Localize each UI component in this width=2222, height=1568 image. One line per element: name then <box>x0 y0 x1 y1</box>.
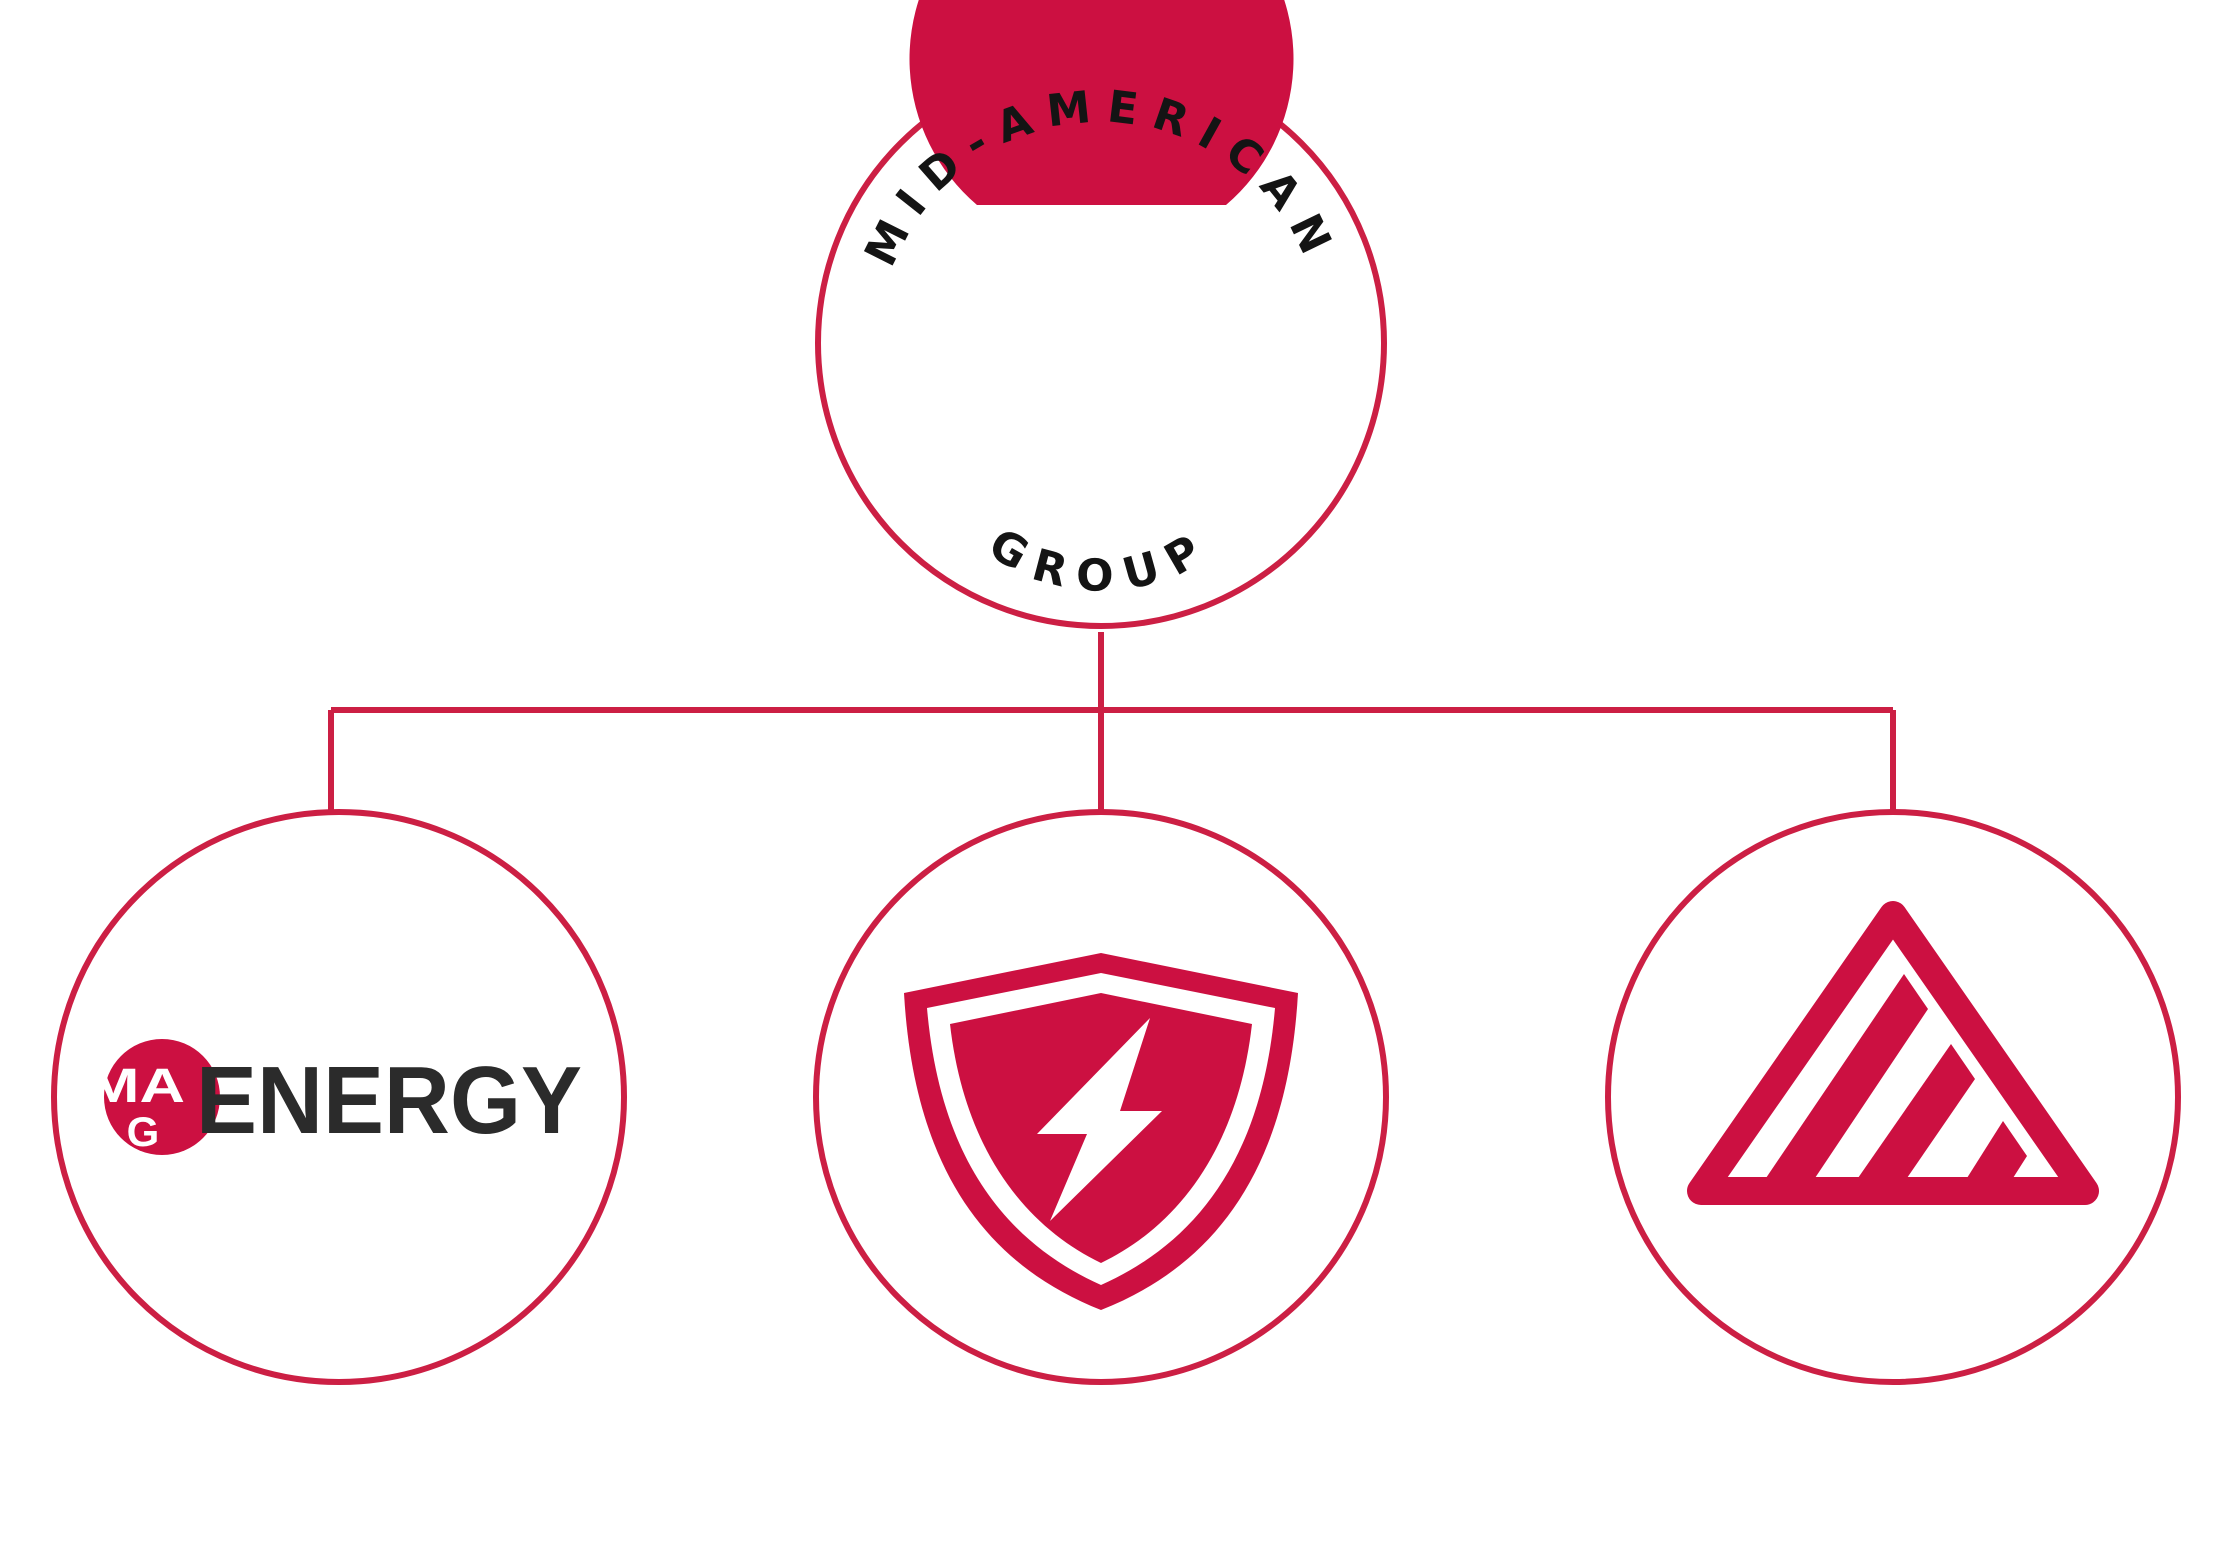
child-ring-triangle <box>1605 809 2181 1385</box>
child-node-energy: MA G ENERGY <box>51 809 627 1385</box>
roundel-monogram-bottom: G <box>1039 370 1163 549</box>
triangle-stripe-1 <box>1766 974 1928 1178</box>
child-ring-energy <box>51 809 627 1385</box>
child-node-triangle <box>1605 809 2181 1385</box>
triangle-outline <box>1687 901 2099 1205</box>
triangle-stripe-3 <box>1967 1121 2027 1178</box>
energy-monogram-bottom: G <box>127 1108 160 1155</box>
mag-energy-logo: MA G ENERGY <box>87 1039 582 1155</box>
roundel-monogram-top: MA <box>936 182 1266 405</box>
energy-wordmark: ENERGY <box>196 1047 582 1154</box>
energy-red-disc <box>104 1039 220 1155</box>
child-node-shield <box>813 809 1389 1385</box>
lightning-bolt-icon <box>1037 1018 1162 1221</box>
parent-node: MA G MID-AMERICAN GROUP <box>815 0 1387 629</box>
lightning-shield-icon <box>904 953 1298 1310</box>
connector-lines <box>328 632 1896 815</box>
triangle-stripe-2 <box>1858 1044 1975 1178</box>
roundel-red-disc <box>909 0 1294 205</box>
energy-monogram-top: MA <box>87 1060 185 1113</box>
striped-triangle-icon <box>1687 901 2099 1205</box>
